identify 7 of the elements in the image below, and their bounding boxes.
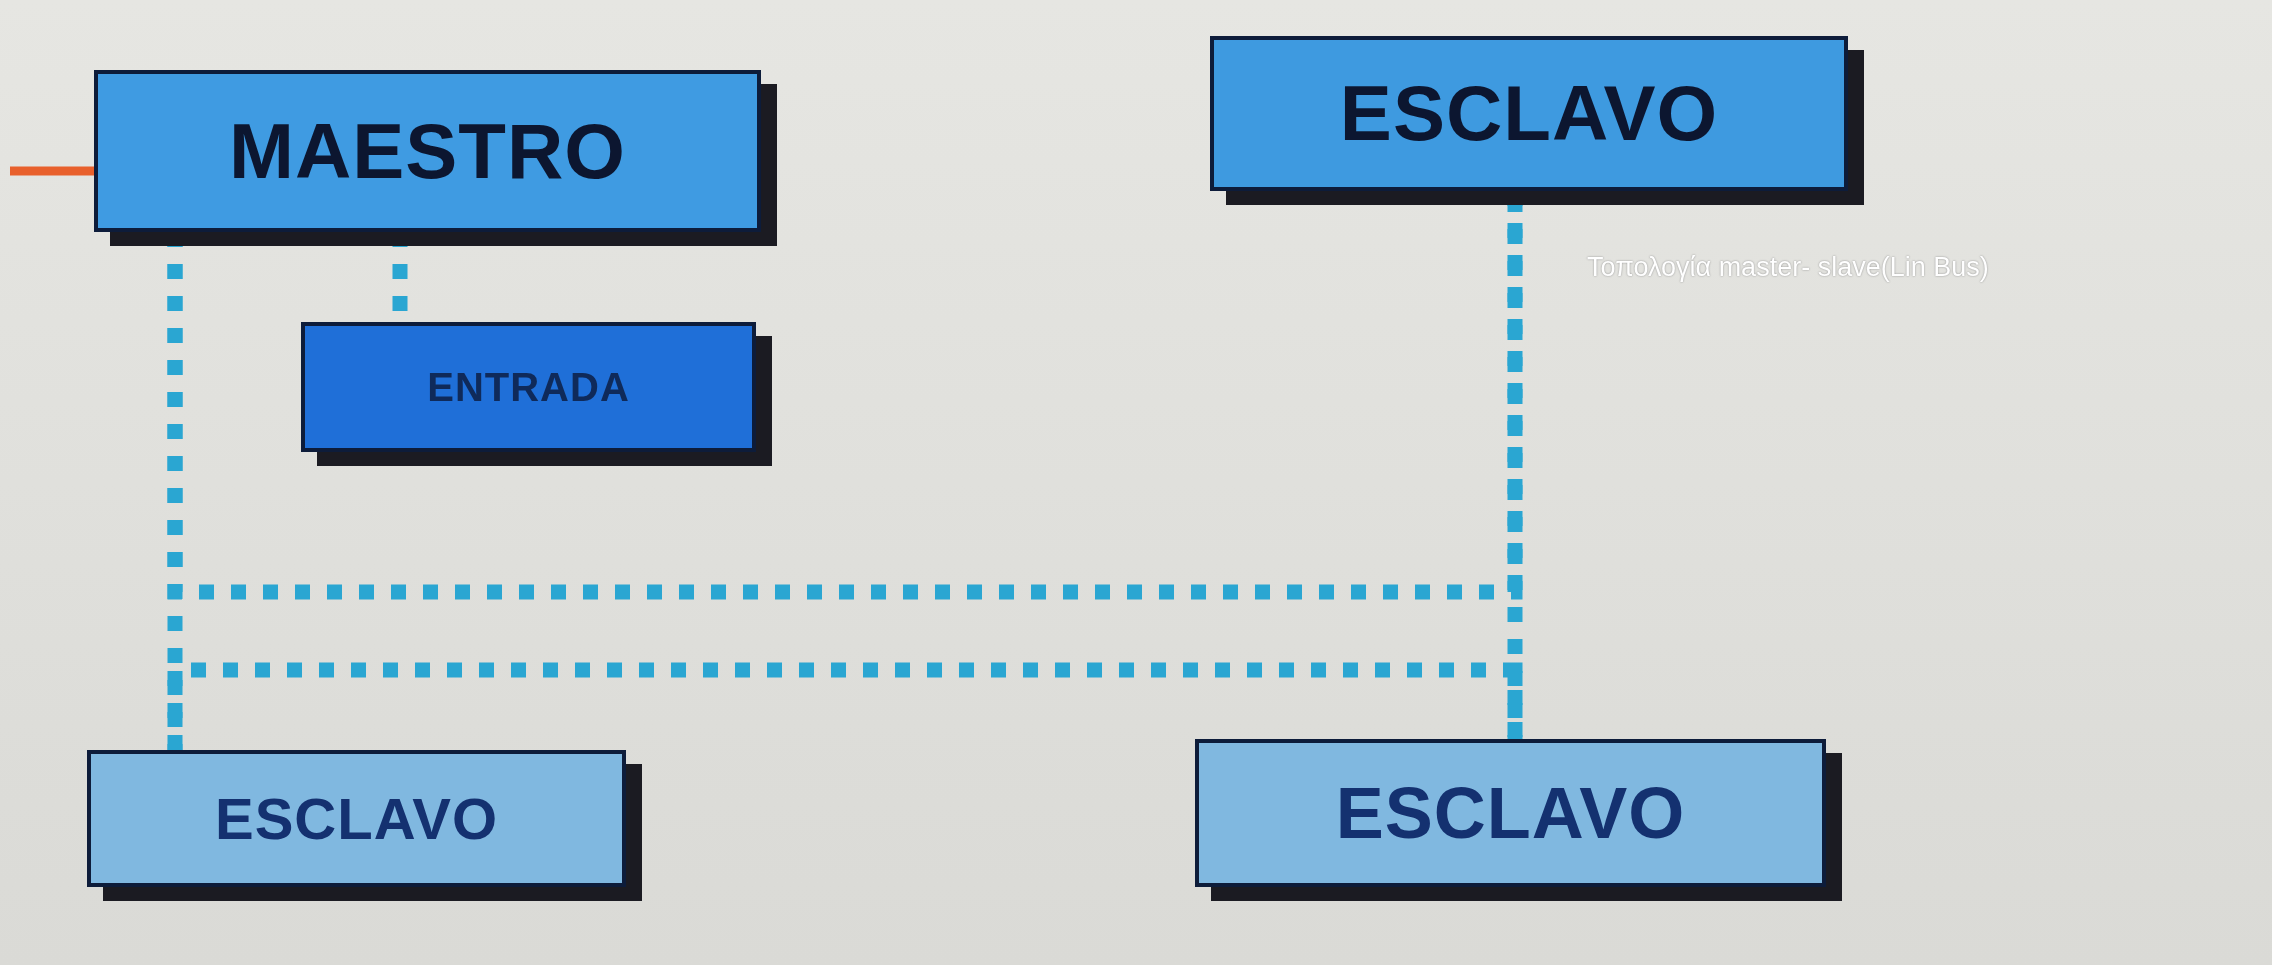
node-label: ENTRADA (427, 364, 630, 410)
node-label: ESCLAVO (1335, 772, 1686, 854)
node-label: ESCLAVO (1339, 68, 1719, 159)
node-label: ESCLAVO (214, 785, 499, 852)
dotted-bus-line (167, 662, 1523, 750)
node-label: MAESTRO (229, 105, 626, 197)
cable-line (10, 166, 94, 176)
